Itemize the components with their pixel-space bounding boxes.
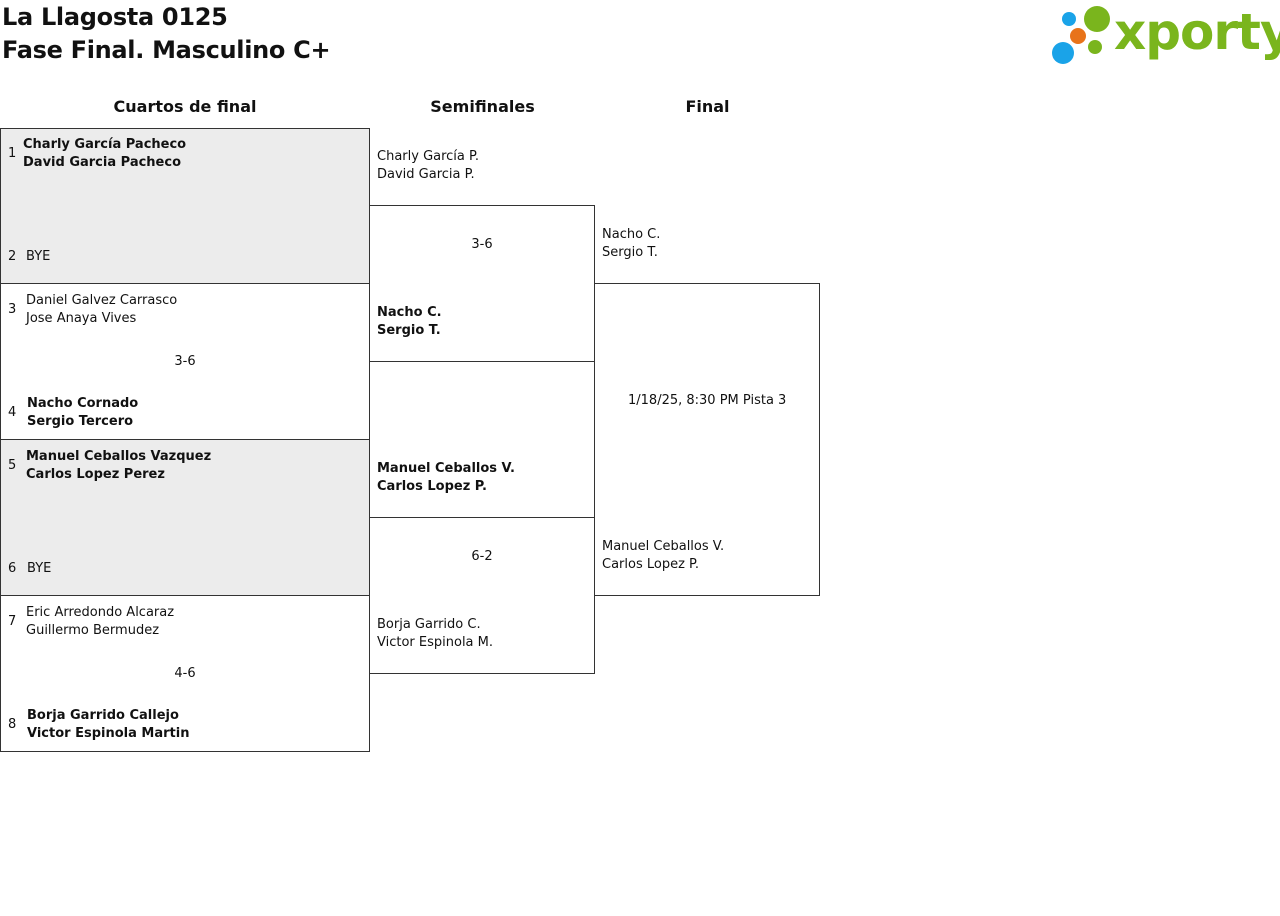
player-name: Borja Garrido Callejo xyxy=(27,708,179,723)
logo-dot-green-small xyxy=(1088,40,1102,54)
player-name: Nacho C. xyxy=(377,305,442,320)
player-name: Charly García P. xyxy=(377,149,479,164)
logo-dot-blue xyxy=(1052,42,1074,64)
seed-number: 7 xyxy=(8,614,17,629)
seed-number: 5 xyxy=(8,458,17,473)
final-match[interactable] xyxy=(594,283,820,596)
team-names[interactable]: Borja Garrido C. Victor Espinola M. xyxy=(377,616,493,652)
team-names[interactable]: Charly García P. David Garcia P. xyxy=(377,148,479,184)
seed-number: 2 xyxy=(8,249,17,264)
xporty-logo[interactable]: xporty xyxy=(1052,3,1280,68)
team-names[interactable]: Nacho C. Sergio T. xyxy=(602,226,660,262)
match-datetime: 1/18/25, 8:30 PM xyxy=(628,393,739,408)
seed-number: 3 xyxy=(8,302,17,317)
player-name: David Garcia P. xyxy=(377,167,475,182)
player-name: Eric Arredondo Alcaraz xyxy=(26,605,175,620)
logo-dot-green xyxy=(1084,6,1110,32)
column-header-final: Final xyxy=(685,97,730,116)
team-names[interactable]: Nacho C. Sergio T. xyxy=(377,304,442,340)
player-name: Manuel Ceballos V. xyxy=(602,539,725,554)
team-names[interactable]: Daniel Galvez Carrasco Jose Anaya Vives xyxy=(26,292,177,328)
player-name: Nacho Cornado xyxy=(27,396,139,411)
team-names[interactable]: Manuel Ceballos V. Carlos Lopez P. xyxy=(377,460,515,496)
team-names[interactable]: Borja Garrido Callejo Victor Espinola Ma… xyxy=(27,707,189,743)
team-names[interactable]: Eric Arredondo Alcaraz Guillermo Bermude… xyxy=(26,604,174,640)
player-name: Manuel Ceballos V. xyxy=(377,461,515,476)
player-name: Carlos Lopez P. xyxy=(602,557,699,572)
player-name: Sergio T. xyxy=(377,323,441,338)
logo-dot-orange xyxy=(1070,28,1086,44)
seed-number: 4 xyxy=(8,405,17,420)
player-name: Jose Anaya Vives xyxy=(26,311,137,326)
match-schedule: 1/18/25, 8:30 PM Pista 3 xyxy=(628,392,786,410)
player-name: Guillermo Bermudez xyxy=(26,623,160,638)
player-name: Victor Espinola M. xyxy=(377,635,493,650)
player-name: Sergio T. xyxy=(602,245,658,260)
phase-title: Fase Final. Masculino C+ xyxy=(2,36,331,64)
match-score: 3-6 xyxy=(174,354,196,369)
tournament-title: La Llagosta 0125 xyxy=(2,3,228,31)
logo-wordmark: xporty xyxy=(1114,3,1280,61)
logo-dot-blue-small xyxy=(1062,12,1076,26)
bye-label: BYE xyxy=(26,249,51,264)
team-names[interactable]: Manuel Ceballos V. Carlos Lopez P. xyxy=(602,538,724,574)
player-name: Sergio Tercero xyxy=(27,414,134,429)
match-score: 3-6 xyxy=(471,237,493,252)
player-name: David Garcia Pacheco xyxy=(23,155,182,170)
player-name: Manuel Ceballos Vazquez xyxy=(26,449,212,464)
player-name: Victor Espinola Martin xyxy=(27,726,190,741)
team-names[interactable]: Manuel Ceballos Vazquez Carlos Lopez Per… xyxy=(26,448,211,484)
seed-number: 6 xyxy=(8,561,17,576)
column-header-quarterfinals: Cuartos de final xyxy=(113,97,257,116)
player-name: Daniel Galvez Carrasco xyxy=(26,293,178,308)
seed-number: 8 xyxy=(8,717,17,732)
player-name: Carlos Lopez Perez xyxy=(26,467,165,482)
player-name: Carlos Lopez P. xyxy=(377,479,487,494)
seed-number: 1 xyxy=(8,146,17,161)
player-name: Nacho C. xyxy=(602,227,661,242)
match-score: 4-6 xyxy=(174,666,196,681)
player-name: Borja Garrido C. xyxy=(377,617,481,632)
player-name: Charly García Pacheco xyxy=(23,137,187,152)
team-names[interactable]: Nacho Cornado Sergio Tercero xyxy=(27,395,138,431)
quarterfinal-match-1[interactable] xyxy=(0,128,370,284)
column-header-semifinals: Semifinales xyxy=(430,97,535,116)
bye-label: BYE xyxy=(27,561,52,576)
quarterfinal-match-3[interactable] xyxy=(0,439,370,596)
match-score: 6-2 xyxy=(471,549,493,564)
team-names[interactable]: Charly García Pacheco David Garcia Pache… xyxy=(23,136,186,172)
match-court: Pista 3 xyxy=(742,393,787,408)
